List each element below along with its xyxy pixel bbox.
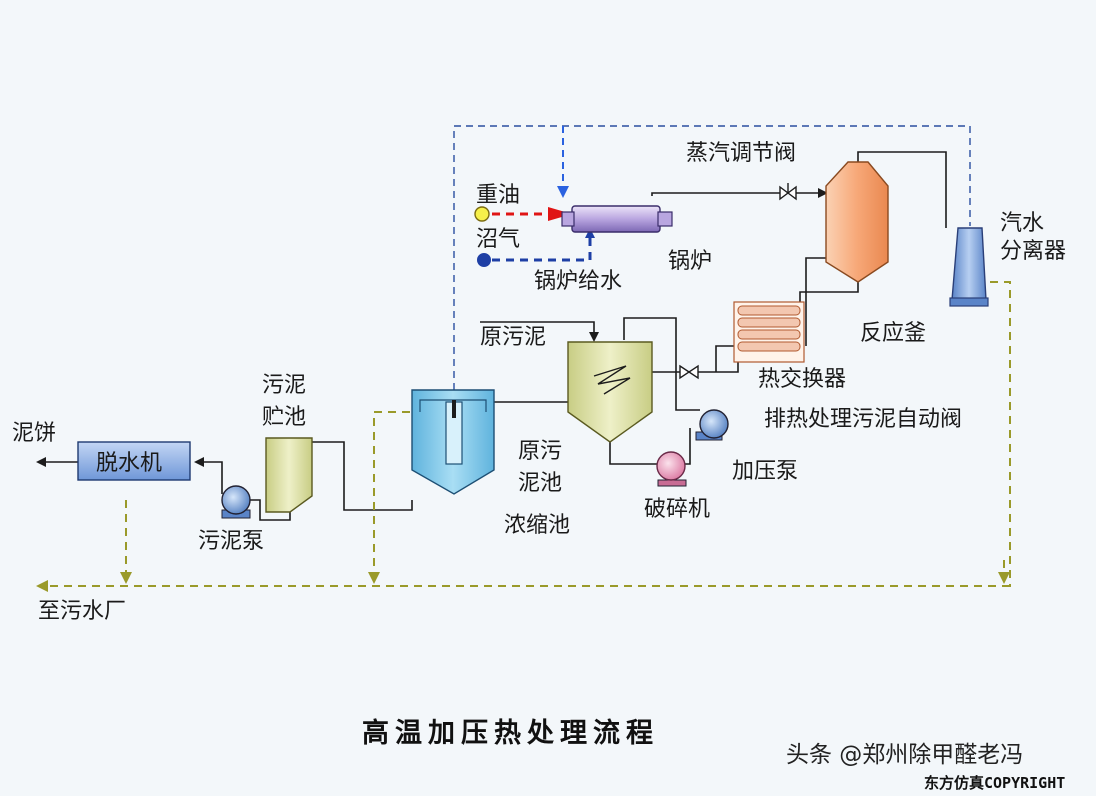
label-heavy-oil: 重油	[476, 183, 520, 208]
steam-water-separator	[949, 227, 989, 307]
steam-return-line	[453, 125, 971, 390]
copyright: 东方仿真COPYRIGHT	[924, 774, 1065, 792]
raw-sludge-tank	[567, 341, 653, 443]
label-storage-2: 贮池	[262, 405, 306, 430]
label-thickener: 浓缩池	[504, 513, 570, 538]
label-raw-tank-2: 泥池	[518, 471, 562, 496]
watermark: 头条 @郑州除甲醛老冯	[786, 742, 1023, 768]
label-separator-2: 分离器	[1000, 239, 1066, 264]
sludge-storage-tank	[265, 437, 313, 513]
fuel-lines	[474, 206, 595, 267]
label-reactor: 反应釜	[860, 321, 926, 346]
dewatering-machine-button: 脱水机	[77, 441, 191, 481]
label-biogas: 沼气	[476, 227, 520, 252]
steam-valve-icon	[779, 183, 797, 201]
fuel-arrow-icon	[548, 207, 572, 221]
label-steam-valve: 蒸汽调节阀	[686, 141, 796, 166]
label-sludge-cake: 泥饼	[12, 421, 56, 446]
labels: 重油 沼气 锅炉给水 锅炉 蒸汽调节阀 反应釜 汽水 分离器 原污泥 热交换器 …	[12, 141, 1066, 624]
drain-lines	[36, 281, 1011, 592]
thickener	[411, 389, 495, 495]
label-raw-sludge: 原污泥	[480, 325, 546, 350]
heat-exchanger	[733, 301, 805, 363]
dewatering-label: 脱水机	[96, 451, 162, 476]
feedwater-arrow-icon	[585, 228, 595, 238]
label-heat-exchanger: 热交换器	[758, 367, 846, 392]
heavy-oil-inlet-icon	[474, 206, 490, 222]
pressure-pump-icon	[695, 409, 729, 441]
label-storage-1: 污泥	[262, 373, 306, 398]
label-separator-1: 汽水	[1000, 211, 1044, 236]
label-boiler: 锅炉	[668, 249, 712, 274]
label-pressure-pump: 加压泵	[732, 459, 798, 484]
reactor	[825, 161, 889, 283]
label-boiler-feedwater: 锅炉给水	[534, 269, 622, 294]
crusher-icon	[656, 451, 687, 487]
diagram-title: 高温加压热处理流程	[362, 717, 659, 749]
sludge-pump-icon	[221, 485, 251, 519]
label-to-wwtp: 至污水厂	[38, 599, 126, 624]
label-crusher: 破碎机	[644, 497, 710, 522]
label-raw-tank-1: 原污	[518, 439, 562, 464]
auto-valve-icon	[679, 364, 699, 380]
label-auto-valve: 排热处理污泥自动阀	[764, 407, 962, 432]
boiler	[561, 205, 673, 233]
label-sludge-pump: 污泥泵	[198, 529, 264, 554]
biogas-inlet-icon	[477, 253, 491, 267]
